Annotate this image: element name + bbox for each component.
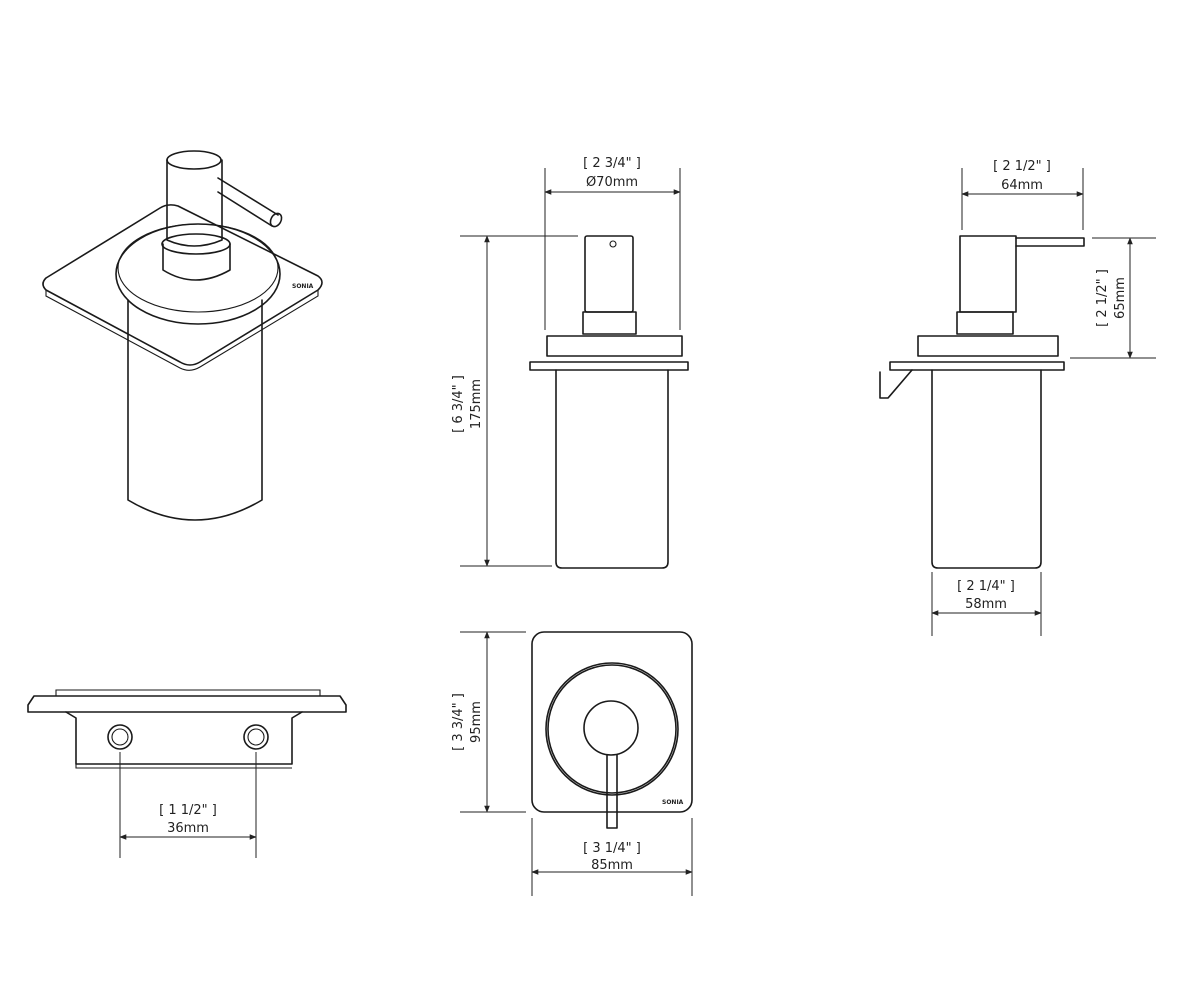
dimension-front-height: [ 6 3/4" ] 175mm: [451, 235, 578, 567]
glass-diameter-metric: 58mm: [965, 597, 1007, 612]
side-width-metric: 64mm: [1001, 178, 1043, 193]
glass-diameter-imperial: [ 2 1/4" ]: [957, 579, 1015, 594]
side-projection-imperial: [ 2 1/2" ]: [1095, 269, 1110, 327]
dimension-plate-height: [ 3 3/4" ] 95mm: [451, 631, 526, 813]
top-view: [27, 689, 347, 769]
dimension-plate-width: [ 3 1/4" ] 85mm: [531, 818, 693, 896]
side-view: [879, 235, 1085, 569]
dimension-hole-spacing: [ 1 1/2" ] 36mm: [119, 752, 257, 858]
front-height-metric: 175mm: [469, 379, 484, 429]
plate-width-metric: 85mm: [591, 858, 633, 873]
dimension-side-projection: [ 2 1/2" ] 65mm: [1070, 237, 1156, 359]
isometric-view: SONIA: [42, 150, 323, 521]
back-plate-view: SONIA: [531, 631, 693, 829]
plate-height-imperial: [ 3 3/4" ]: [451, 693, 466, 751]
dimension-side-width: [ 2 1/2" ] 64mm: [961, 159, 1084, 230]
front-width-metric: Ø70mm: [586, 175, 638, 190]
dimension-front-width: [ 2 3/4" ] Ø70mm: [544, 156, 681, 330]
side-width-imperial: [ 2 1/2" ]: [993, 159, 1051, 174]
dimension-glass-diameter: [ 2 1/4" ] 58mm: [931, 572, 1042, 636]
hole-spacing-metric: 36mm: [167, 821, 209, 836]
hole-spacing-imperial: [ 1 1/2" ]: [159, 803, 217, 818]
front-width-imperial: [ 2 3/4" ]: [583, 156, 641, 171]
front-view: [529, 235, 689, 569]
plate-height-metric: 95mm: [469, 701, 484, 743]
brand-mark-plate: SONIA: [662, 799, 684, 806]
front-height-imperial: [ 6 3/4" ]: [451, 375, 466, 433]
side-projection-metric: 65mm: [1113, 277, 1128, 319]
brand-mark-iso: SONIA: [292, 283, 314, 290]
plate-width-imperial: [ 3 1/4" ]: [583, 841, 641, 856]
